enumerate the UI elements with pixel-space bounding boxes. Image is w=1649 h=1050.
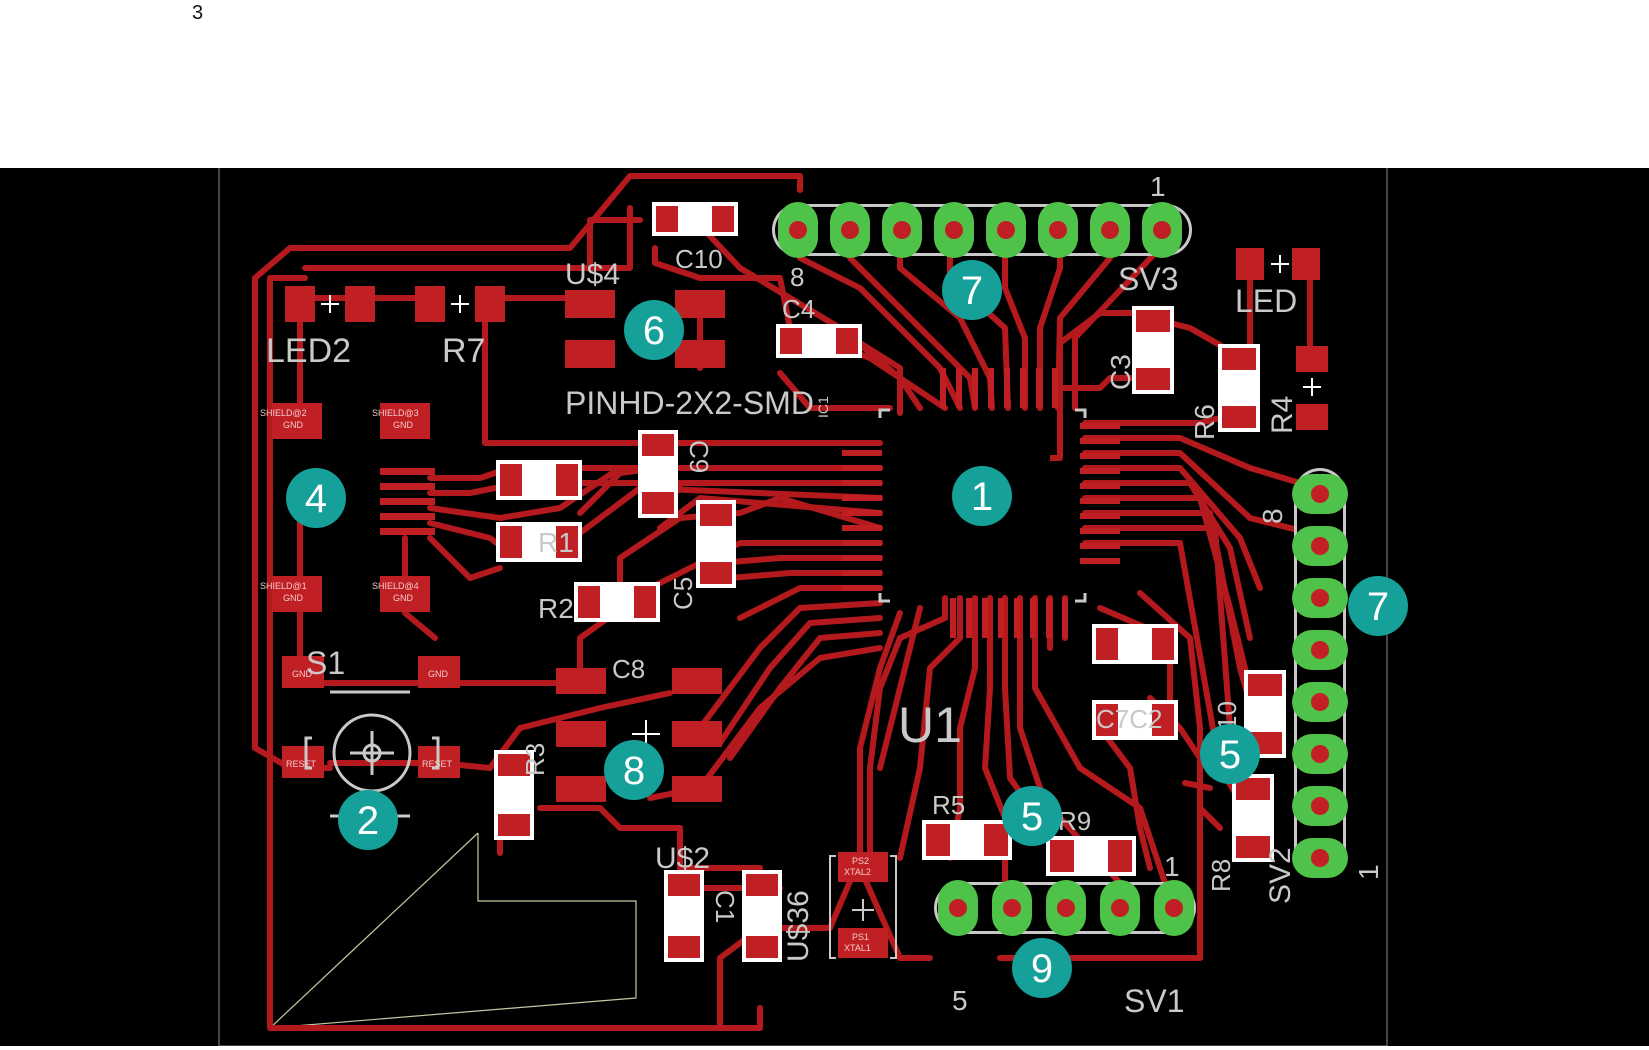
pad-label-shield3: SHIELD@3: [372, 408, 419, 418]
callout-6: 6: [624, 300, 684, 360]
label-r1: R1: [538, 527, 574, 558]
pad-label-reset: RESET: [286, 759, 317, 769]
label-us2: U$2: [655, 842, 710, 875]
svg-text:7: 7: [961, 269, 983, 313]
callout-5-right: 5: [1200, 724, 1260, 784]
callout-4: 4: [286, 468, 346, 528]
header-sv2: [1292, 468, 1348, 878]
pad-label-ps2: PS2: [852, 856, 869, 866]
label-r9: R9: [1058, 806, 1091, 836]
svg-text:9: 9: [1031, 947, 1053, 991]
pad-label-gnd-d: GND: [393, 593, 414, 603]
pad-labels: SHIELD@2 GND SHIELD@3 GND SHIELD@1 GND S…: [260, 408, 871, 953]
label-led: LED: [1235, 283, 1297, 319]
header-sv3: [772, 202, 1192, 258]
label-c5: C5: [668, 577, 698, 610]
label-u1: U1: [898, 697, 962, 753]
pad-label-gnd-b: GND: [393, 420, 414, 430]
component-labels: LED2 R7 U$4 C10 C4 PINHD-2X2-SMD SV3 1 8…: [266, 171, 1384, 1019]
label-sv2-pin8: 8: [1257, 508, 1288, 524]
pad-label-ps1: PS1: [852, 932, 869, 942]
pad-label-xtal2: XTAL2: [844, 867, 871, 877]
pad-label-xtal1: XTAL1: [844, 943, 871, 953]
callout-9: 9: [1012, 938, 1072, 998]
crystal-outline: [829, 855, 897, 959]
label-us4: U$4: [565, 258, 620, 291]
page-number: 3: [192, 2, 204, 24]
label-r8: R8: [1206, 859, 1236, 892]
callouts: 1 2 4 5 5 6 7 7: [286, 260, 1408, 998]
label-sv2-pin1: 1: [1353, 864, 1384, 880]
label-r5: R5: [932, 790, 965, 820]
callout-5-bottom: 5: [1002, 786, 1062, 846]
label-s1: S1: [306, 645, 345, 681]
pad-label-shield1: SHIELD@1: [260, 581, 307, 591]
label-r7: R7: [442, 332, 485, 370]
polarity-marks: [321, 210, 1321, 925]
label-sv2: SV2: [1264, 847, 1297, 904]
label-sv1: SV1: [1124, 983, 1184, 1019]
callout-8: 8: [604, 740, 664, 800]
ground-fill-outline: [268, 832, 637, 1029]
callout-7-right: 7: [1348, 576, 1408, 636]
svg-text:2: 2: [357, 799, 379, 843]
pad-label-shield4: SHIELD@4: [372, 581, 419, 591]
label-c10: C10: [675, 244, 723, 274]
header-sv1: [934, 880, 1196, 936]
label-r4: R4: [1266, 396, 1299, 434]
callout-1: 1: [952, 466, 1012, 526]
label-r3: R3: [520, 743, 550, 776]
callout-7-top: 7: [942, 260, 1002, 320]
pad-label-gnd-c: GND: [283, 593, 304, 603]
pad-label-shield2: SHIELD@2: [260, 408, 307, 418]
label-c7c2: C7C2: [1096, 704, 1162, 734]
label-us36: U$36: [782, 890, 815, 962]
svg-text:8: 8: [623, 749, 645, 793]
svg-text:1: 1: [971, 475, 993, 519]
label-ic1: IC1: [815, 396, 831, 418]
svg-text:5: 5: [1021, 795, 1043, 839]
label-c8: C8: [612, 654, 645, 684]
callout-2: 2: [338, 790, 398, 850]
ic1-outline: [878, 408, 1087, 603]
svg-text:4: 4: [305, 477, 327, 521]
label-led2: LED2: [266, 332, 351, 370]
label-c1: C1: [710, 890, 740, 923]
label-sv3-pin1: 1: [1150, 171, 1166, 202]
pad-label-gnd: GND: [283, 420, 304, 430]
label-sv1-pin1: 1: [1164, 851, 1180, 882]
svg-text:6: 6: [643, 309, 665, 353]
label-c4: C4: [782, 294, 815, 324]
label-r2: R2: [538, 593, 574, 624]
pad-label-gnd-e: GND: [292, 669, 313, 679]
pad-label-reset-b: RESET: [422, 759, 453, 769]
label-sv1-pin5: 5: [952, 985, 968, 1016]
label-c3: C3: [1105, 354, 1136, 390]
label-sv3: SV3: [1118, 261, 1178, 297]
svg-text:5: 5: [1219, 733, 1241, 777]
label-r6: R6: [1189, 404, 1220, 440]
label-pinhd: PINHD-2X2-SMD: [565, 385, 814, 421]
pad-label-gnd-f: GND: [428, 669, 449, 679]
pcb-layout: LED2 R7 U$4 C10 C4 PINHD-2X2-SMD SV3 1 8…: [0, 168, 1649, 1046]
svg-text:7: 7: [1367, 585, 1389, 629]
label-c9: C9: [684, 440, 714, 473]
label-sv3-pin8: 8: [790, 262, 804, 292]
